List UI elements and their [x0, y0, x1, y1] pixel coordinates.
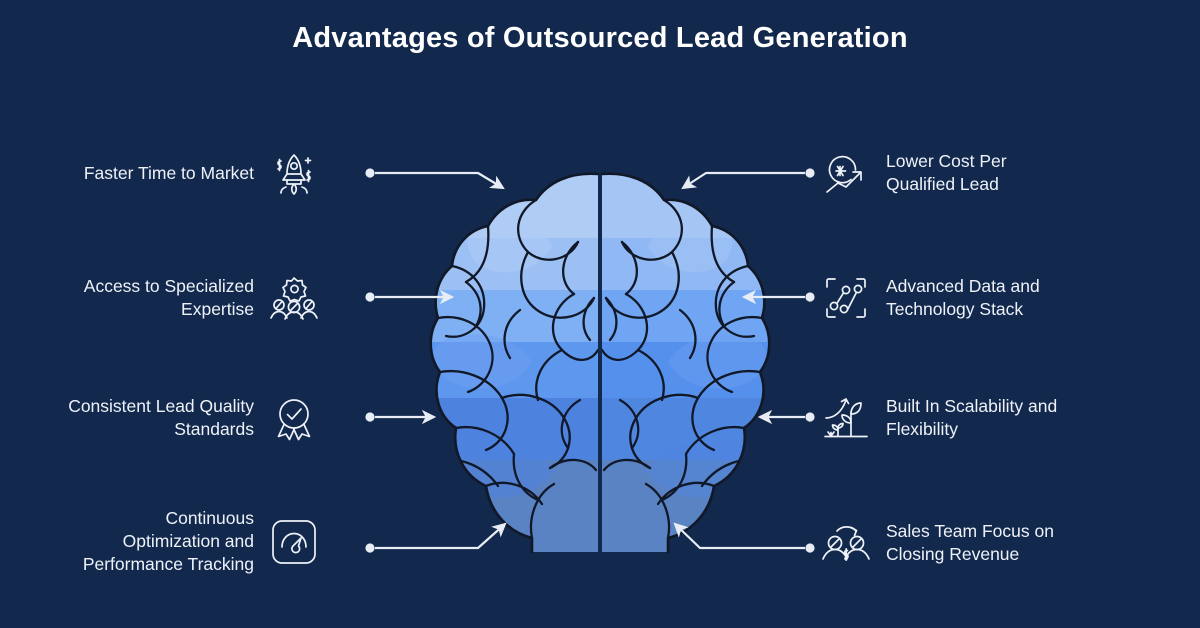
connector-dot-right-2	[805, 292, 815, 302]
item-right-4-label: Sales Team Focus on Closing Revenue	[886, 521, 1054, 564]
data-network-icon	[820, 272, 872, 324]
item-left-4-label: Continuous Optimization and Performance …	[82, 508, 254, 574]
growth-plant-icon	[820, 392, 872, 444]
item-right-1[interactable]: Lower Cost Per Qualified Lead	[820, 147, 1007, 199]
gear-people-icon	[268, 272, 320, 324]
item-left-1[interactable]: Faster Time to Market	[84, 147, 320, 199]
connector-dot-right-4	[805, 543, 815, 553]
item-right-4[interactable]: Sales Team Focus on Closing Revenue	[820, 517, 1054, 569]
page-title: Advantages of Outsourced Lead Generation	[292, 22, 908, 54]
item-left-3-label: Consistent Lead Quality Standards	[68, 396, 254, 439]
connector-dot-left-3	[365, 412, 375, 422]
quality-badge-icon	[268, 392, 320, 444]
item-left-3[interactable]: Consistent Lead Quality Standards	[68, 392, 320, 444]
connector-dot-right-1	[805, 168, 815, 178]
item-right-3[interactable]: Built In Scalability and Flexibility	[820, 392, 1057, 444]
item-right-2[interactable]: Advanced Data and Technology Stack	[820, 272, 1040, 324]
item-left-2-label: Access to Specialized Expertise	[83, 276, 254, 319]
sales-team-revenue-icon	[820, 517, 872, 569]
rocket-money-icon	[268, 147, 320, 199]
item-left-1-label: Faster Time to Market	[83, 162, 254, 183]
connector-dot-left-4	[365, 543, 375, 553]
item-right-2-label: Advanced Data and Technology Stack	[886, 276, 1040, 319]
item-left-4[interactable]: Continuous Optimization and Performance …	[83, 507, 320, 576]
item-right-1-label: Lower Cost Per Qualified Lead	[886, 151, 1007, 194]
cost-down-trend-icon	[820, 147, 872, 199]
brain-illustration	[420, 160, 780, 560]
connector-dot-right-3	[805, 412, 815, 422]
item-right-3-label: Built In Scalability and Flexibility	[886, 396, 1058, 439]
connector-dot-left-1	[365, 168, 375, 178]
performance-gauge-icon	[268, 516, 320, 568]
connector-dot-left-2	[365, 292, 375, 302]
item-left-2[interactable]: Access to Specialized Expertise	[84, 272, 320, 324]
